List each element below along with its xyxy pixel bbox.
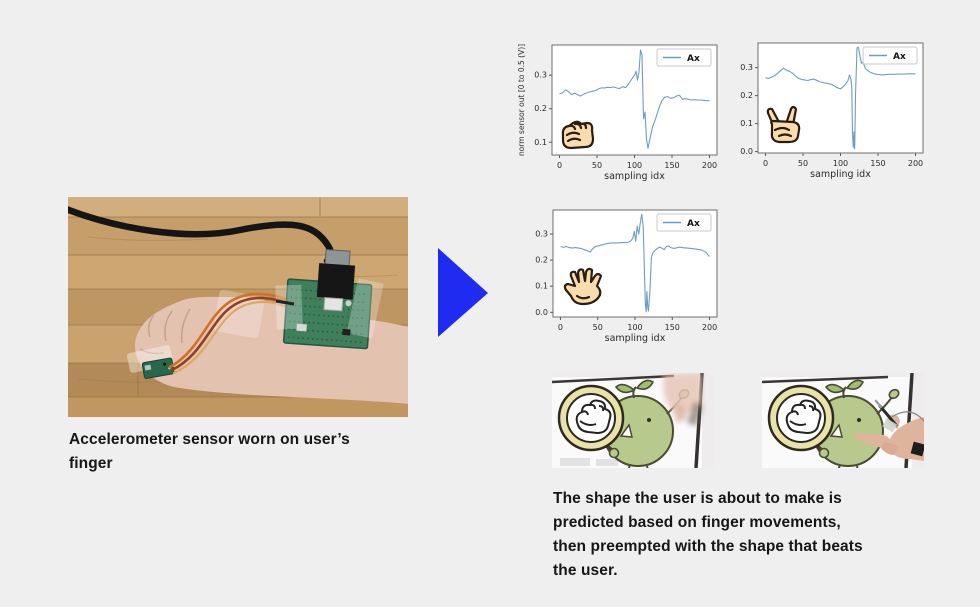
board-jumper-wire bbox=[275, 299, 295, 306]
caption-right-line4: the user. bbox=[553, 562, 618, 579]
open-hand-icon bbox=[563, 267, 603, 306]
svg-text:Ax: Ax bbox=[893, 52, 906, 62]
svg-text:150: 150 bbox=[870, 159, 885, 168]
svg-text:100: 100 bbox=[627, 323, 642, 332]
prediction-frame-pointing-hand bbox=[761, 372, 928, 475]
caption-left: Accelerometer sensor worn on user’s fing… bbox=[69, 428, 439, 476]
svg-text:150: 150 bbox=[665, 323, 680, 332]
svg-text:200: 200 bbox=[908, 159, 923, 168]
svg-text:sampling idx: sampling idx bbox=[810, 169, 871, 180]
chart-rock: 0.1 0.2 0.3 0 50 100 150 200 sampling idx norm se… bbox=[517, 44, 718, 182]
svg-text:0: 0 bbox=[557, 161, 562, 170]
svg-text:0.3: 0.3 bbox=[534, 71, 547, 80]
svg-text:0.0: 0.0 bbox=[535, 308, 548, 317]
usb-connector bbox=[316, 249, 356, 312]
caption-right-line2: predicted based on finger movements, bbox=[553, 514, 841, 531]
svg-text:0: 0 bbox=[763, 159, 768, 168]
victory-hand-icon bbox=[766, 105, 801, 144]
rock-sign bbox=[557, 384, 625, 459]
caption-right-line1: The shape the user is about to make is bbox=[553, 490, 842, 507]
svg-text:0.1: 0.1 bbox=[535, 282, 548, 291]
svg-text:0.2: 0.2 bbox=[740, 91, 753, 100]
svg-text:50: 50 bbox=[592, 161, 602, 170]
caption-right-line3: then preempted with the shape that beats bbox=[553, 538, 863, 555]
prediction-frame-blurred-hand bbox=[551, 372, 714, 475]
svg-text:0.0: 0.0 bbox=[740, 147, 753, 156]
rock-sign bbox=[767, 384, 835, 459]
svg-text:0.1: 0.1 bbox=[740, 119, 753, 128]
right-arrow-icon bbox=[438, 248, 488, 337]
fist-drawing bbox=[575, 399, 612, 434]
svg-text:100: 100 bbox=[833, 159, 848, 168]
wristband bbox=[910, 441, 926, 457]
svg-text:0.3: 0.3 bbox=[740, 63, 753, 72]
fist-icon bbox=[561, 120, 595, 150]
svg-text:100: 100 bbox=[627, 161, 642, 170]
svg-text:Ax: Ax bbox=[687, 219, 700, 229]
sensor-photo-svg bbox=[62, 197, 408, 417]
svg-text:norm sensor out [0 to 0.5 (V)]: norm sensor out [0 to 0.5 (V)] bbox=[517, 44, 526, 156]
board-top-edge bbox=[551, 374, 675, 384]
blurred-hand bbox=[663, 373, 704, 427]
fist-drawing bbox=[785, 399, 822, 434]
controller-board bbox=[275, 249, 384, 350]
caption-left-line1: Accelerometer sensor worn on user’s bbox=[69, 431, 350, 448]
caption-right: The shape the user is about to make is p… bbox=[553, 487, 943, 583]
sensor-photo bbox=[62, 197, 408, 417]
svg-text:0.3: 0.3 bbox=[535, 230, 548, 239]
chart-scissors: 0.0 0.1 0.2 0.3 0 50 100 150 200 sampling idx Ax bbox=[740, 42, 924, 180]
svg-text:200: 200 bbox=[702, 161, 717, 170]
svg-text:0.2: 0.2 bbox=[535, 256, 548, 265]
svg-text:0: 0 bbox=[558, 323, 563, 332]
svg-text:200: 200 bbox=[702, 323, 717, 332]
caption-left-line2: finger bbox=[69, 455, 113, 472]
svg-text:0.1: 0.1 bbox=[534, 138, 547, 147]
chart-paper: 0.0 0.1 0.2 0.3 0 50 100 150 200 sampling idx Ax bbox=[535, 209, 718, 344]
svg-text:sampling idx: sampling idx bbox=[604, 171, 665, 182]
fist-creases bbox=[139, 308, 191, 355]
board-top-edge bbox=[761, 375, 889, 384]
svg-text:50: 50 bbox=[593, 323, 603, 332]
stylus bbox=[878, 404, 898, 427]
pointing-hand bbox=[854, 399, 928, 461]
svg-text:sampling idx: sampling idx bbox=[605, 333, 666, 344]
finger-sensor-tape bbox=[882, 418, 898, 433]
svg-text:Ax: Ax bbox=[687, 54, 700, 64]
svg-text:0.2: 0.2 bbox=[534, 104, 547, 113]
svg-text:150: 150 bbox=[664, 161, 679, 170]
finger-sensor-board bbox=[141, 357, 175, 379]
svg-text:50: 50 bbox=[798, 159, 808, 168]
